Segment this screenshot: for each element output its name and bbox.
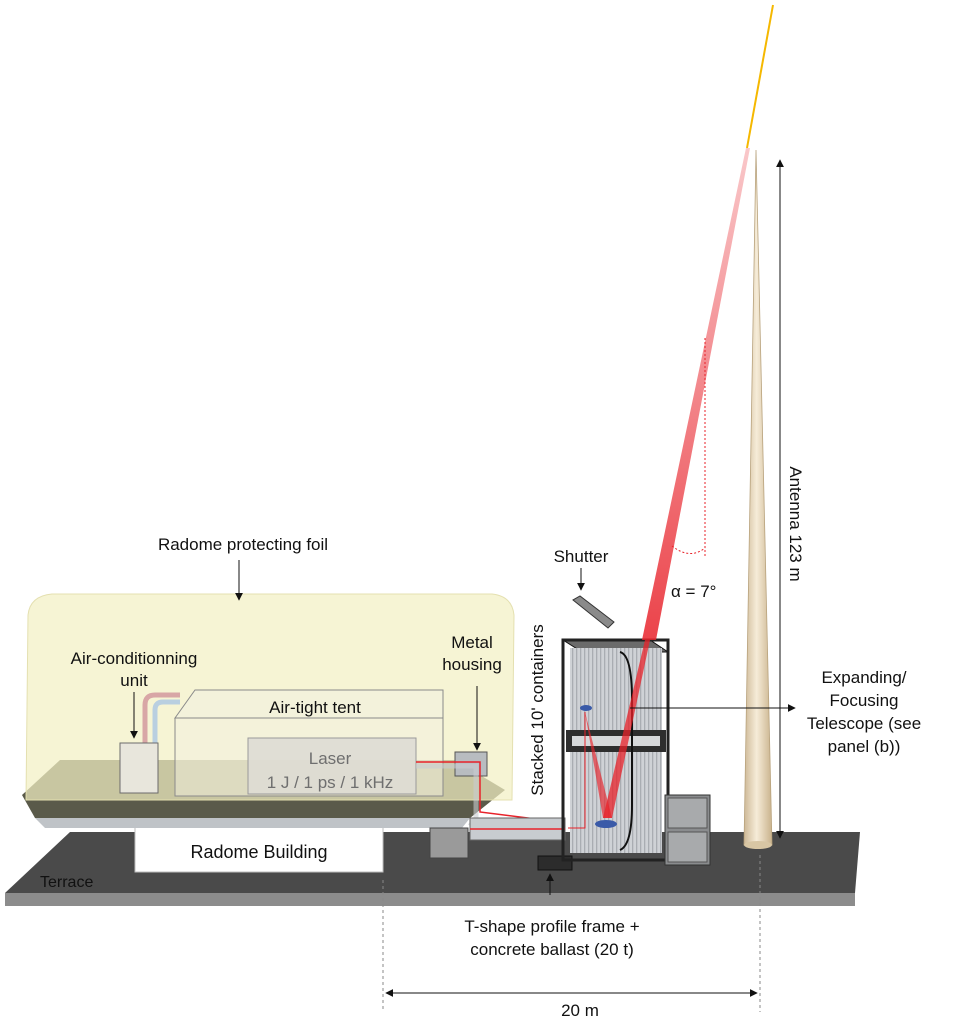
radome-foil-label: Radome protecting foil: [158, 535, 328, 554]
stacked-containers-label: Stacked 10' containers: [528, 624, 547, 795]
distance-dimension: [382, 855, 761, 1012]
air-conditioning-label-line2: unit: [120, 671, 148, 690]
callout-arrows: [130, 560, 796, 895]
telescope-label-line3: Telescope (see: [807, 714, 921, 733]
antenna-label: Antenna 123 m: [786, 466, 805, 581]
laser-label-line1: Laser: [309, 749, 352, 768]
shutter: [572, 595, 615, 629]
shutter-label: Shutter: [554, 547, 609, 566]
metal-housing-label-line2: housing: [442, 655, 502, 674]
distance-label: 20 m: [561, 1001, 599, 1020]
radome-building-label: Radome Building: [190, 842, 327, 862]
laser-label-line2: 1 J / 1 ps / 1 kHz: [267, 773, 394, 792]
frame-label-line1: T-shape profile frame +: [464, 917, 639, 936]
terrace-label: Terrace: [40, 874, 93, 891]
radome-building: [134, 819, 384, 873]
stacked-containers: [561, 638, 711, 866]
telescope-label-line4: panel (b)): [828, 737, 901, 756]
frame-label-line2: concrete ballast (20 t): [470, 940, 633, 959]
alpha-label: α = 7°: [671, 582, 716, 601]
telescope-label-line2: Focusing: [830, 691, 899, 710]
telescope-label-line1: Expanding/: [821, 668, 906, 687]
air-conditioning-label-line1: Air-conditionning: [71, 649, 198, 668]
metal-housing-label-line1: Metal: [451, 633, 493, 652]
laser-beam: [642, 4, 774, 640]
air-conditioning-unit: [119, 692, 180, 794]
antenna: [743, 149, 773, 849]
air-tight-tent-label: Air-tight tent: [269, 698, 361, 717]
